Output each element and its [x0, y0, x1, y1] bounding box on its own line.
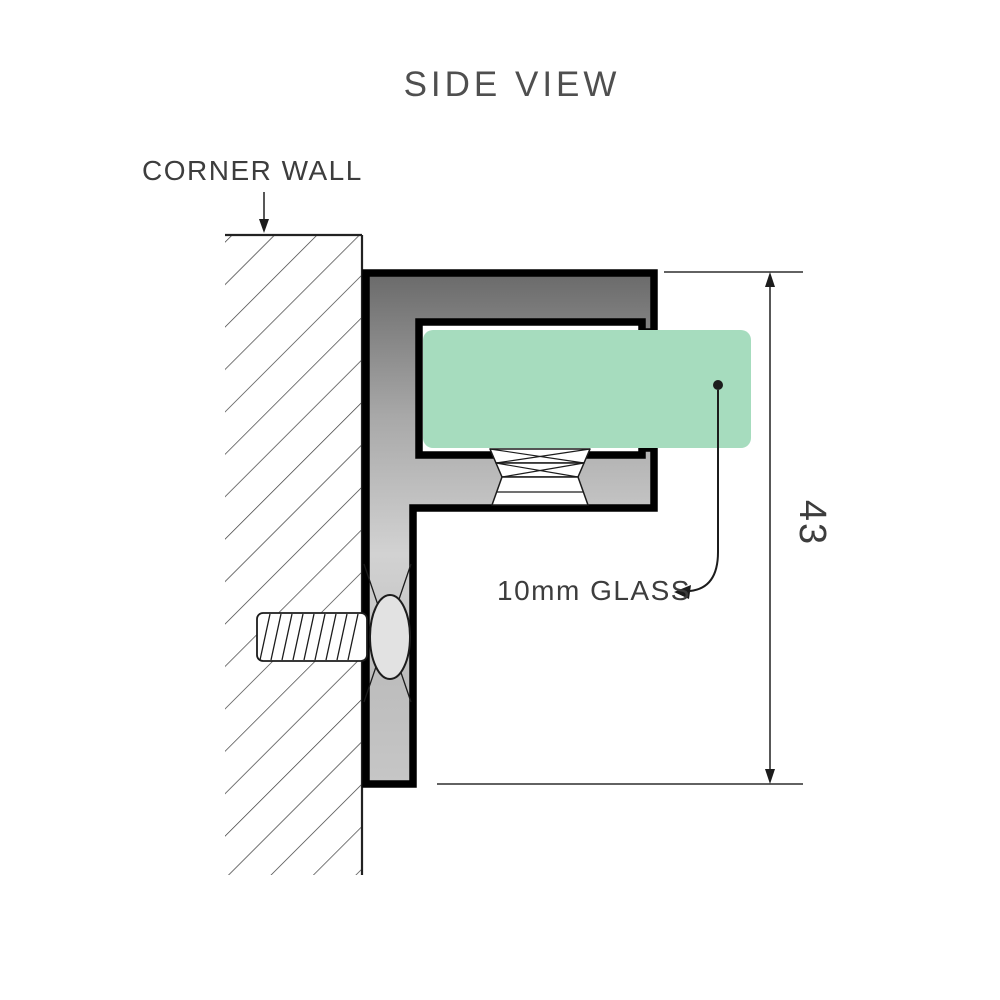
dimension-arrow-down	[765, 769, 775, 784]
wall-hatching	[225, 235, 362, 875]
wall	[225, 233, 364, 875]
leader-arrowhead	[674, 585, 691, 599]
gasket-seal	[489, 448, 591, 506]
glass-callout: 10mm GLASS	[497, 380, 723, 606]
glass-panel	[423, 330, 751, 448]
screw-threads	[259, 613, 359, 661]
screw	[256, 563, 412, 703]
screw-head	[369, 594, 411, 680]
leader-dot	[713, 380, 723, 390]
glass-label: 10mm GLASS	[497, 575, 691, 606]
leader-line	[689, 390, 719, 592]
dimension-43: 43	[437, 271, 833, 785]
dimension-arrow-up	[765, 272, 775, 287]
corner-wall-arrow	[259, 192, 269, 233]
dimension-value: 43	[791, 500, 833, 546]
corner-wall-label: CORNER WALL	[142, 155, 363, 186]
diagram-title: SIDE VIEW	[404, 65, 621, 104]
